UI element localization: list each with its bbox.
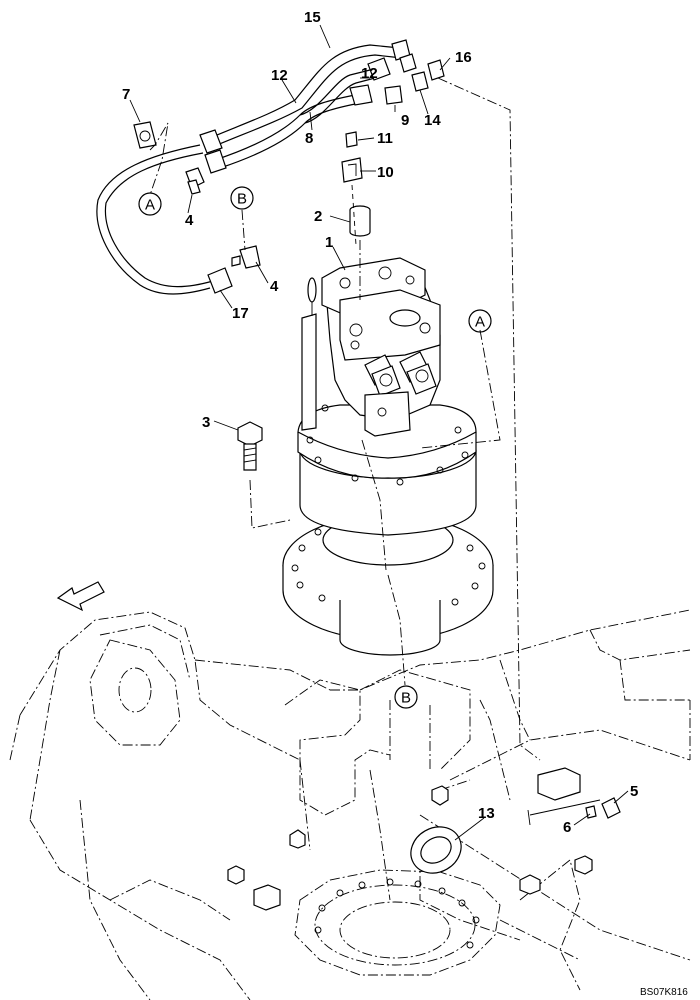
callout-labels: 15 12 12 8 7 4 4 17 9 14 16 11 10 2 1 3 … <box>122 9 638 836</box>
center-axis-line-lower <box>361 439 387 571</box>
plug-part-9 <box>384 85 403 105</box>
clamp-part-10 <box>341 157 363 183</box>
hose-fittings <box>199 39 417 294</box>
fitting-part-5 <box>601 797 621 819</box>
callout-6: 6 <box>563 819 571 836</box>
callout-1: 1 <box>325 234 333 251</box>
callout-11: 11 <box>377 130 393 147</box>
elbow-part-4-lower <box>231 245 261 269</box>
swing-motor-assembly <box>282 257 494 656</box>
a-right-leader <box>419 329 501 449</box>
fitting-part-7 <box>133 121 157 149</box>
svg-text:B: B <box>237 191 247 208</box>
elbow-part-4-upper <box>185 167 205 195</box>
ref-a-left: A <box>138 192 162 216</box>
callout-12-right: 12 <box>361 65 378 82</box>
callout-5: 5 <box>630 783 638 800</box>
upper-frame <box>9 609 691 1000</box>
callout-7: 7 <box>122 86 130 103</box>
callout-3: 3 <box>202 414 210 431</box>
fitting-part-14 <box>411 71 429 92</box>
callout-14: 14 <box>424 112 441 129</box>
leader-lines <box>129 24 629 841</box>
seal-part-13 <box>410 826 462 874</box>
pin-part-2 <box>349 205 371 237</box>
callout-17: 17 <box>232 305 249 322</box>
figure-code: BS07K816 <box>640 987 688 998</box>
hose-assembly <box>96 44 403 295</box>
dash-16-to-right <box>437 77 541 761</box>
svg-text:A: A <box>475 314 485 331</box>
bolt-dash <box>249 479 291 529</box>
callout-4-lower: 4 <box>270 278 279 295</box>
ref-b-top: B <box>230 186 254 210</box>
callout-15: 15 <box>304 9 321 26</box>
b-top-leader <box>241 209 246 251</box>
direction-arrow-icon <box>56 581 105 612</box>
dash-10-down <box>351 184 357 246</box>
plug-part-11 <box>345 131 358 148</box>
a-left-leader <box>149 122 169 196</box>
fitting-part-16 <box>427 59 445 81</box>
callout-10: 10 <box>377 164 394 181</box>
ref-a-right: A <box>468 309 492 333</box>
svg-text:B: B <box>401 690 411 707</box>
callout-4-upper: 4 <box>185 212 194 229</box>
svg-text:A: A <box>145 197 155 214</box>
reference-circles: A B A B <box>138 186 492 709</box>
bolt-part-3 <box>237 421 263 471</box>
callout-12-left: 12 <box>271 67 288 84</box>
ref-b-bottom: B <box>394 685 418 709</box>
callout-2: 2 <box>314 208 322 225</box>
callout-9: 9 <box>401 112 409 129</box>
callout-16: 16 <box>455 49 472 66</box>
b-pointer-line <box>387 574 406 686</box>
callout-13: 13 <box>478 805 495 822</box>
callout-8: 8 <box>305 130 313 147</box>
